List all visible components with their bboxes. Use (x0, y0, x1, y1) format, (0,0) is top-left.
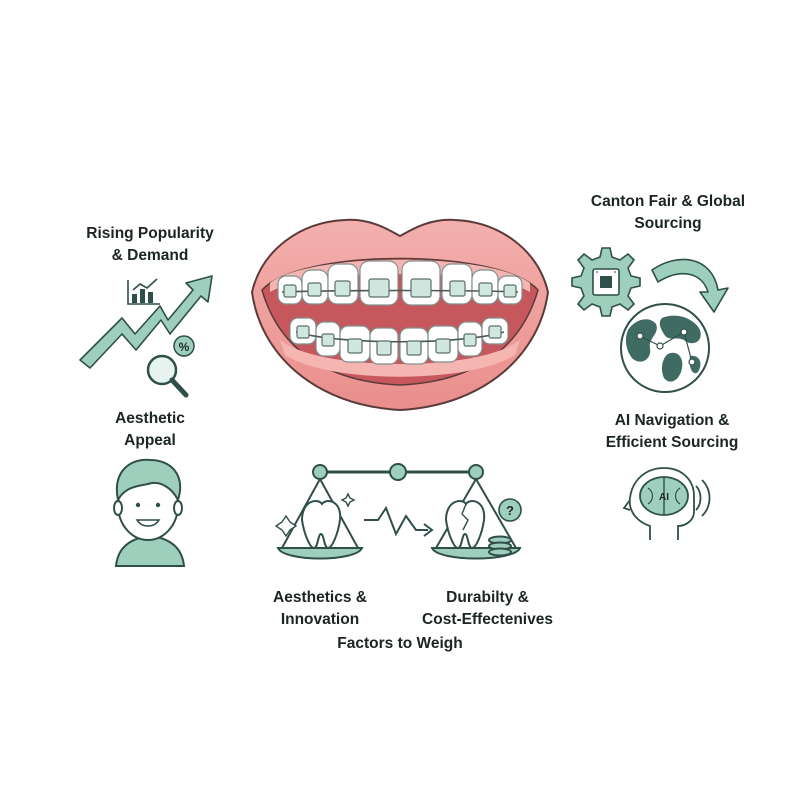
aesthetics-innovation-label: Aesthetics & Innovation (273, 589, 367, 628)
question-text: ? (506, 503, 514, 518)
percent-text: % (179, 340, 190, 354)
person-icon (113, 458, 186, 567)
trend-arrow-icon (79, 275, 213, 369)
bar-chart-icon (127, 278, 160, 305)
aesthetic-appeal-label: Aesthetic Appeal (115, 410, 185, 449)
ai-navigation-label: AI Navigation & Efficient Sourcing (605, 412, 739, 451)
durability-label: Durabilty & Cost-Effectenives (422, 589, 553, 628)
magnifier-icon: % (146, 335, 195, 398)
factors-label: Factors to Weigh (337, 635, 463, 652)
mouth-braces-icon (250, 218, 550, 412)
ai-head-icon: AI (622, 467, 711, 540)
rising-popularity-label: Rising Popularity & Demand (86, 225, 214, 264)
canton-fair-label: Canton Fair & Global Sourcing (590, 193, 746, 232)
ai-text: AI (659, 492, 669, 503)
globe-icon (620, 303, 710, 393)
balance-scale-icon: ? (274, 463, 522, 560)
gear-chip-icon (571, 247, 729, 317)
